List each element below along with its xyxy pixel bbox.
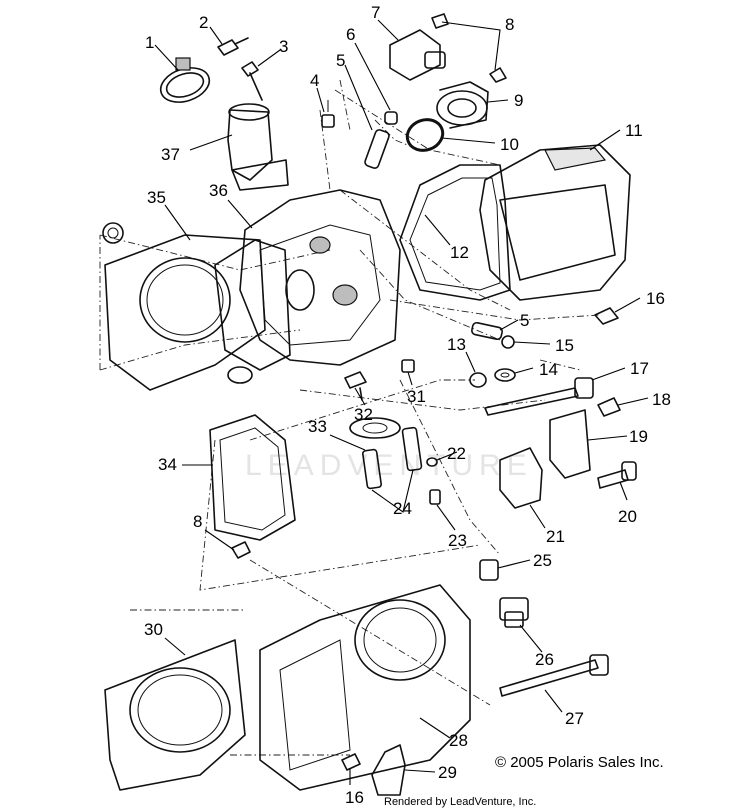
elbow-part-7	[389, 29, 446, 81]
bolt-part-17	[484, 377, 594, 416]
callout-27: 27	[565, 709, 584, 728]
pin-part-4	[321, 100, 335, 128]
callout-6: 6	[346, 25, 355, 44]
callout-26: 26	[535, 650, 554, 669]
callout-3: 3	[279, 37, 288, 56]
intake-boot-37	[227, 103, 289, 191]
callout-19: 19	[629, 427, 648, 446]
springs-part-24	[362, 426, 423, 490]
bolt-part-27	[499, 654, 609, 697]
part-22	[426, 457, 438, 467]
sleeve-part-25	[479, 559, 499, 581]
callout-7: 7	[371, 3, 380, 22]
callout-22: 22	[447, 444, 466, 463]
clamp-part-1	[159, 57, 211, 103]
flange-part-9	[436, 81, 489, 129]
dash-lines	[99, 79, 601, 756]
fitting-part-26	[499, 597, 529, 628]
gasket-part-32	[349, 417, 401, 439]
callout-16: 16	[646, 289, 665, 308]
bolts-part-8-top	[431, 13, 507, 83]
oring-part-10	[405, 118, 445, 152]
washer-part-14	[494, 368, 516, 382]
callout-28: 28	[449, 731, 468, 750]
callout-4: 4	[310, 71, 319, 90]
cylinder-head-36	[239, 189, 401, 366]
callout-2: 2	[199, 13, 208, 32]
callout-33: 33	[308, 417, 327, 436]
elbow-part-29	[371, 744, 406, 796]
bolt-part-16-top	[594, 307, 619, 325]
rendered-by-credit: Rendered by LeadVenture, Inc.	[384, 796, 536, 808]
callout-25: 25	[533, 551, 552, 570]
pin-part-31b	[401, 359, 415, 373]
callout-8: 8	[505, 15, 514, 34]
callout-16b: 16	[345, 788, 364, 807]
part-23	[429, 489, 441, 505]
callout-23: 23	[448, 531, 467, 550]
callout-labels: 1 2 3 4 5 6 7 8 9 10 11 12 16 5 13 15 14…	[144, 3, 671, 807]
bolt-part-18	[597, 397, 621, 417]
callout-5b: 5	[520, 311, 529, 330]
bolt-part-20	[597, 461, 637, 489]
callout-20: 20	[618, 507, 637, 526]
callout-13: 13	[447, 335, 466, 354]
gasket-part-30	[104, 639, 246, 791]
bolt-part-31	[344, 371, 367, 401]
callout-18: 18	[652, 390, 671, 409]
seal-part-36b	[227, 366, 253, 384]
callout-9: 9	[514, 91, 523, 110]
bolt-part-16-bottom	[341, 753, 361, 771]
head-gasket-35	[102, 222, 266, 391]
gasket-part-12	[399, 164, 511, 301]
valve-cover-11	[479, 144, 631, 301]
callout-29: 29	[438, 763, 457, 782]
head-gasket-inner	[214, 239, 291, 371]
callout-34: 34	[158, 455, 177, 474]
bolt-part-8-mid	[231, 541, 251, 559]
callout-36: 36	[209, 181, 228, 200]
callout-17: 17	[630, 359, 649, 378]
leader-lines	[154, 19, 649, 785]
callout-15: 15	[555, 336, 574, 355]
callout-14: 14	[539, 360, 558, 379]
callout-8b: 8	[193, 512, 202, 531]
callout-30: 30	[144, 620, 163, 639]
bolt-part-3	[241, 61, 263, 101]
sleeve-part-5	[364, 129, 390, 169]
callout-35: 35	[147, 188, 166, 207]
bolt-part-2	[217, 37, 249, 56]
callout-1: 1	[145, 33, 154, 52]
bracket-part-21	[499, 447, 543, 509]
cylinder-28	[259, 584, 471, 791]
cap-part-15	[501, 335, 515, 349]
callout-21: 21	[546, 527, 565, 546]
callout-32: 32	[354, 405, 373, 424]
callout-10: 10	[500, 135, 519, 154]
callout-11: 11	[625, 121, 643, 140]
seal-part-13	[469, 372, 487, 388]
bracket-part-19	[549, 409, 591, 479]
sleeve-part-5b	[471, 321, 503, 341]
callout-5: 5	[336, 51, 345, 70]
callout-37: 37	[161, 145, 180, 164]
callout-24: 24	[393, 499, 412, 518]
copyright-notice: © 2005 Polaris Sales Inc.	[495, 754, 664, 771]
callout-12: 12	[450, 243, 469, 262]
plug-part-6	[384, 111, 398, 125]
callout-31: 31	[407, 387, 426, 406]
gasket-part-34	[209, 414, 296, 541]
watermark: LEADVENTURE	[245, 449, 533, 482]
